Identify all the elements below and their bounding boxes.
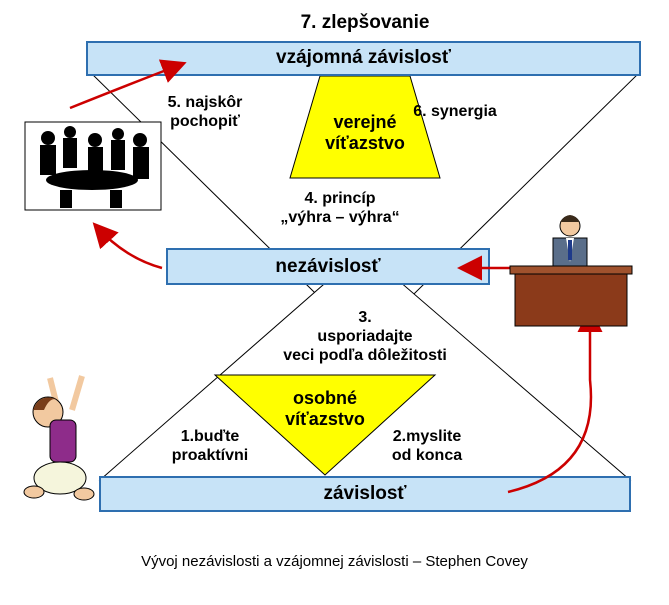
habit-1-label: 1.buďte proaktívni bbox=[171, 428, 249, 464]
bar-interdependence bbox=[86, 41, 641, 76]
habit-5-label: 5. najskôr pochopiť bbox=[167, 94, 243, 130]
figure-caption: Vývoj nezávislosti a vzájomnej závislost… bbox=[141, 553, 528, 570]
bar-dependence-label: závislosť bbox=[323, 483, 407, 504]
arrow-to-interdependence bbox=[69, 59, 187, 110]
bar-independence-label: nezávislosť bbox=[275, 256, 381, 277]
bar-independence bbox=[166, 248, 490, 285]
bar-dependence bbox=[99, 476, 631, 512]
public-victory-label: verejné víťazstvo bbox=[325, 112, 405, 154]
arrow-to-group bbox=[92, 222, 163, 270]
private-victory-label: osobné víťazstvo bbox=[285, 388, 365, 430]
habit-4-label: 4. princíp „výhra – výhra“ bbox=[280, 190, 400, 226]
meeting-group-clipart bbox=[24, 121, 162, 211]
businessman-clipart bbox=[509, 215, 633, 327]
title-improvement: 7. zlepšovanie bbox=[300, 12, 430, 33]
arrow-to-businessman bbox=[507, 307, 603, 494]
private-victory-triangle bbox=[213, 374, 437, 476]
habit-2-label: 2.myslite od konca bbox=[391, 428, 463, 464]
habit-3-label: 3. usporiadajte veci podľa dôležitosti bbox=[283, 309, 447, 364]
baby-clipart bbox=[23, 375, 95, 501]
habit-6-label: 6. synergia bbox=[413, 103, 497, 120]
bar-interdependence-label: vzájomná závislosť bbox=[276, 47, 451, 68]
